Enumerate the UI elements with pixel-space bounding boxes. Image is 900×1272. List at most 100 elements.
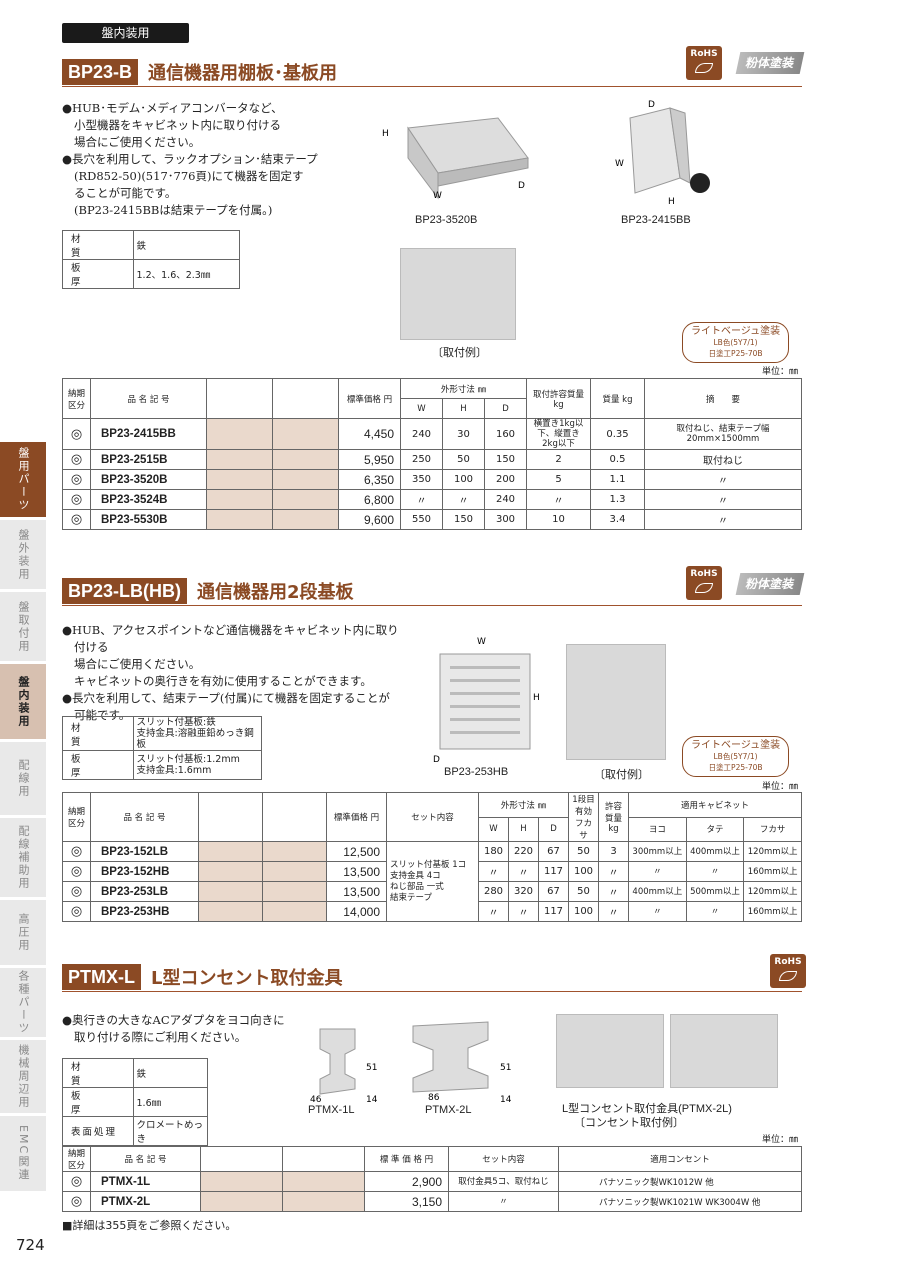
svg-text:14: 14 <box>500 1095 512 1102</box>
cell: 〃 <box>508 861 539 882</box>
cell: 〃 <box>628 861 687 882</box>
cell: BP23-253HB <box>90 901 199 922</box>
section-title: 通信機器用棚板･基板用 <box>148 62 338 84</box>
svg-text:51: 51 <box>500 1063 511 1073</box>
cell: 67 <box>538 841 569 862</box>
cell: BP23-2515B <box>90 449 207 470</box>
svg-text:51: 51 <box>366 1063 377 1073</box>
sidebar-tab[interactable]: 配線補助用 <box>0 818 46 898</box>
cell: 4,450 <box>338 418 401 450</box>
leaf-icon <box>695 583 713 593</box>
powder-coating-badge: 粉体塗装 <box>735 52 805 74</box>
sidebar-tab[interactable]: 高圧用 <box>0 900 46 966</box>
caption-bp23-2415bb: BP23-2415BB <box>621 214 691 226</box>
sidebar-tab[interactable]: 各種パーツ <box>0 968 46 1038</box>
svg-text:W: W <box>433 191 442 201</box>
cell: 1.1 <box>590 469 645 490</box>
cell: 2,900 <box>364 1171 449 1192</box>
cell: 〃 <box>598 901 629 922</box>
svg-text:D: D <box>648 100 655 110</box>
sidebar-tab[interactable]: 盤外装用 <box>0 520 46 590</box>
rohs-badge: RoHS <box>770 954 806 988</box>
cell: 取付ねじ <box>644 449 802 470</box>
cell: 320 <box>508 881 539 902</box>
sidebar-tab[interactable]: 機械周辺用 <box>0 1040 46 1114</box>
cell: 〃 <box>526 489 591 510</box>
svg-text:86: 86 <box>428 1093 440 1102</box>
cell: 180 <box>478 841 509 862</box>
cell: 9,600 <box>338 509 401 530</box>
cell: BP23-2415BB <box>90 418 207 450</box>
cell: 〃 <box>644 489 802 510</box>
cell: 160 <box>484 418 527 450</box>
cell: 220 <box>508 841 539 862</box>
unit-label: 単位：㎜ <box>762 1135 799 1145</box>
s1-product-table: 納期区分 品 名 記 号 標準価格 円 外形寸法 ㎜ 取付許容質量 kg 質量 … <box>62 378 802 530</box>
cell: ◎ <box>62 469 91 490</box>
svg-text:46: 46 <box>310 1095 322 1104</box>
cell: 〃 <box>598 881 629 902</box>
cell: 120mm以上 <box>743 881 802 902</box>
cell: 280 <box>478 881 509 902</box>
cell: 160mm以上 <box>743 861 802 882</box>
sidebar-tab[interactable]: 配線用 <box>0 742 46 816</box>
cell: 100 <box>568 901 599 922</box>
cell: 取付金具5コ、取付ねじ <box>448 1171 559 1192</box>
cell: 1.3 <box>590 489 645 510</box>
caption-ptmx-2l: PTMX-2L <box>425 1104 472 1116</box>
cell: 0.5 <box>590 449 645 470</box>
cell: 250 <box>400 449 443 470</box>
cell: PTMX-1L <box>90 1171 201 1192</box>
cell: 117 <box>538 901 569 922</box>
bp23-2415bb-image: D W H <box>615 100 710 207</box>
caption-outlet-example: 〔コンセント取付例〕 <box>574 1117 684 1129</box>
cell: 100 <box>568 861 599 882</box>
svg-text:H: H <box>668 197 675 207</box>
section-header-ptmx-l: PTMX-L L型コンセント取付金具 <box>62 962 802 992</box>
cell: 30 <box>442 418 485 450</box>
s2-product-table: 納期区分 品 名 記 号 標準価格 円 セット内容 外形寸法 ㎜ 1段目有効フカ… <box>62 792 802 922</box>
cell: ◎ <box>62 901 91 922</box>
s2-spec-table: 材 質スリット付基板:鉄支持金具:溶融亜鉛めっき鋼板 板 厚スリット付基板:1.… <box>62 716 263 780</box>
sidebar-tab[interactable]: EMC関連 <box>0 1116 46 1192</box>
cell: 〃 <box>448 1191 559 1212</box>
rohs-badge: RoHS <box>686 566 722 600</box>
ptmx-1l-image: 51 46 14 <box>310 1028 378 1104</box>
cell: 150 <box>442 509 485 530</box>
svg-text:14: 14 <box>366 1095 378 1104</box>
sidebar-tab[interactable]: 盤用パーツ <box>0 442 46 518</box>
sidebar-tab[interactable]: 盤内装用 <box>0 664 46 740</box>
caption-bp23-3520b: BP23-3520B <box>415 214 478 226</box>
svg-text:H: H <box>533 693 540 703</box>
section-header-bp23-b: BP23-B 通信機器用棚板･基板用 <box>62 57 802 87</box>
cell: ◎ <box>62 418 91 450</box>
cell: 〃 <box>478 861 509 882</box>
svg-text:W: W <box>615 159 624 169</box>
cell: 〃 <box>685 901 745 922</box>
leaf-icon <box>779 971 797 981</box>
caption-mounting-example: 〔取付例〕 <box>432 347 487 359</box>
category-tag: 盤内装用 <box>62 23 189 43</box>
leaf-icon <box>695 63 713 73</box>
cell: 400mm以上 <box>628 881 687 902</box>
outlet-photo-2 <box>670 1014 778 1088</box>
cell: ◎ <box>62 449 91 470</box>
cell: ◎ <box>62 881 91 902</box>
s3-product-table: 納期区分 品 名 記 号 標 準 価 格 円 セット内容 適用コンセント ◎PT… <box>62 1146 802 1212</box>
section-code: BP23-B <box>62 58 139 85</box>
cell: 550 <box>400 509 443 530</box>
caption-s2-mounting: 〔取付例〕 <box>594 769 649 781</box>
cell: 6,350 <box>338 469 401 490</box>
sidebar-tab[interactable]: 盤取付用 <box>0 592 46 662</box>
cell: 50 <box>568 841 599 862</box>
unit-label: 単位：㎜ <box>762 367 799 377</box>
